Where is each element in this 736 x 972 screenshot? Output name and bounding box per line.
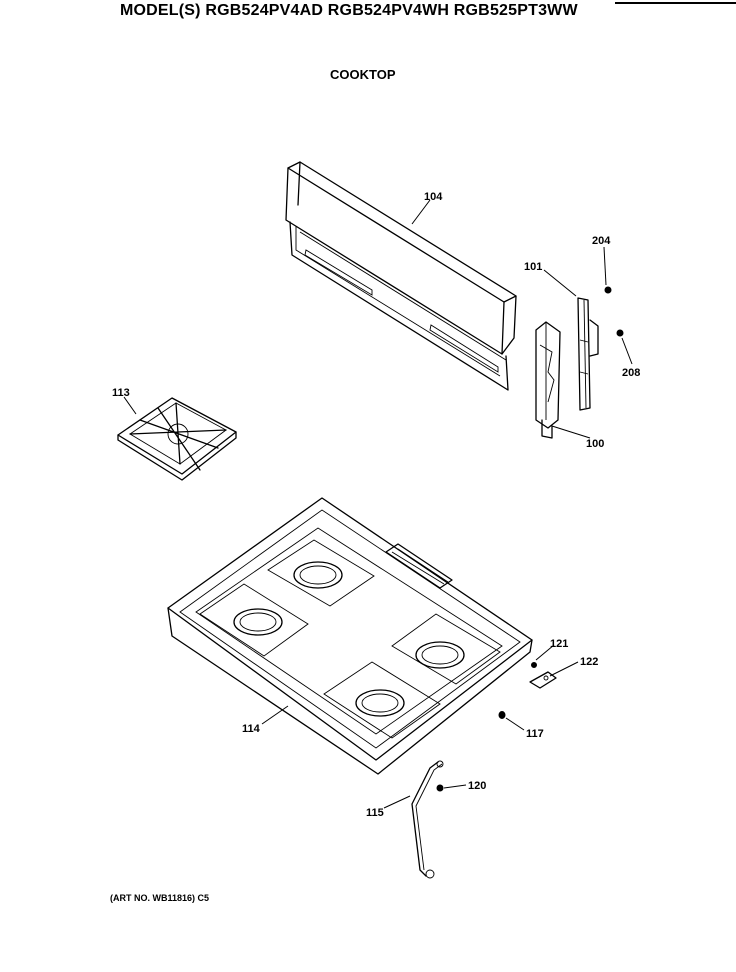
screw-121 (531, 662, 537, 668)
side-trim-left-part (535, 321, 561, 439)
cooktop-main-top-part (167, 497, 533, 775)
part-label-122: 122 (580, 656, 598, 668)
part-label-101: 101 (524, 261, 542, 273)
burner-grate-part (117, 397, 237, 481)
leader-122 (549, 661, 579, 677)
leader-120 (443, 784, 467, 789)
leader-113 (123, 396, 137, 415)
leader-101 (543, 269, 577, 297)
screw-208 (616, 329, 624, 337)
backsplash-part (285, 161, 517, 391)
part-label-120: 120 (468, 780, 486, 792)
leader-204 (603, 246, 607, 286)
part-label-204: 204 (592, 235, 611, 247)
header-rule (615, 2, 736, 4)
part-label-114: 114 (242, 723, 261, 735)
part-label-100: 100 (586, 438, 604, 450)
part-label-113: 113 (112, 387, 130, 399)
leader-208 (621, 337, 633, 365)
clip-120 (436, 784, 444, 792)
section-title: COOKTOP (330, 67, 396, 82)
support-rod-part (411, 760, 444, 879)
leader-115 (383, 795, 411, 809)
screw-204 (604, 286, 612, 294)
part-label-104: 104 (424, 191, 443, 203)
side-trim-right-part (577, 297, 599, 411)
leader-121 (535, 644, 555, 661)
part-label-121: 121 (550, 638, 568, 650)
part-label-208: 208 (622, 367, 640, 379)
model-list-title: MODEL(S) RGB524PV4AD RGB524PV4WH RGB525P… (120, 2, 578, 19)
bracket-part-122 (529, 671, 557, 689)
grommet-117 (498, 711, 506, 719)
part-label-117: 117 (526, 728, 544, 740)
part-label-115: 115 (366, 807, 384, 819)
leader-100 (551, 425, 591, 439)
leader-104 (411, 199, 431, 225)
leader-117 (505, 717, 525, 731)
leader-114 (261, 705, 289, 725)
art-number: (ART NO. WB11816) C5 (110, 893, 210, 903)
